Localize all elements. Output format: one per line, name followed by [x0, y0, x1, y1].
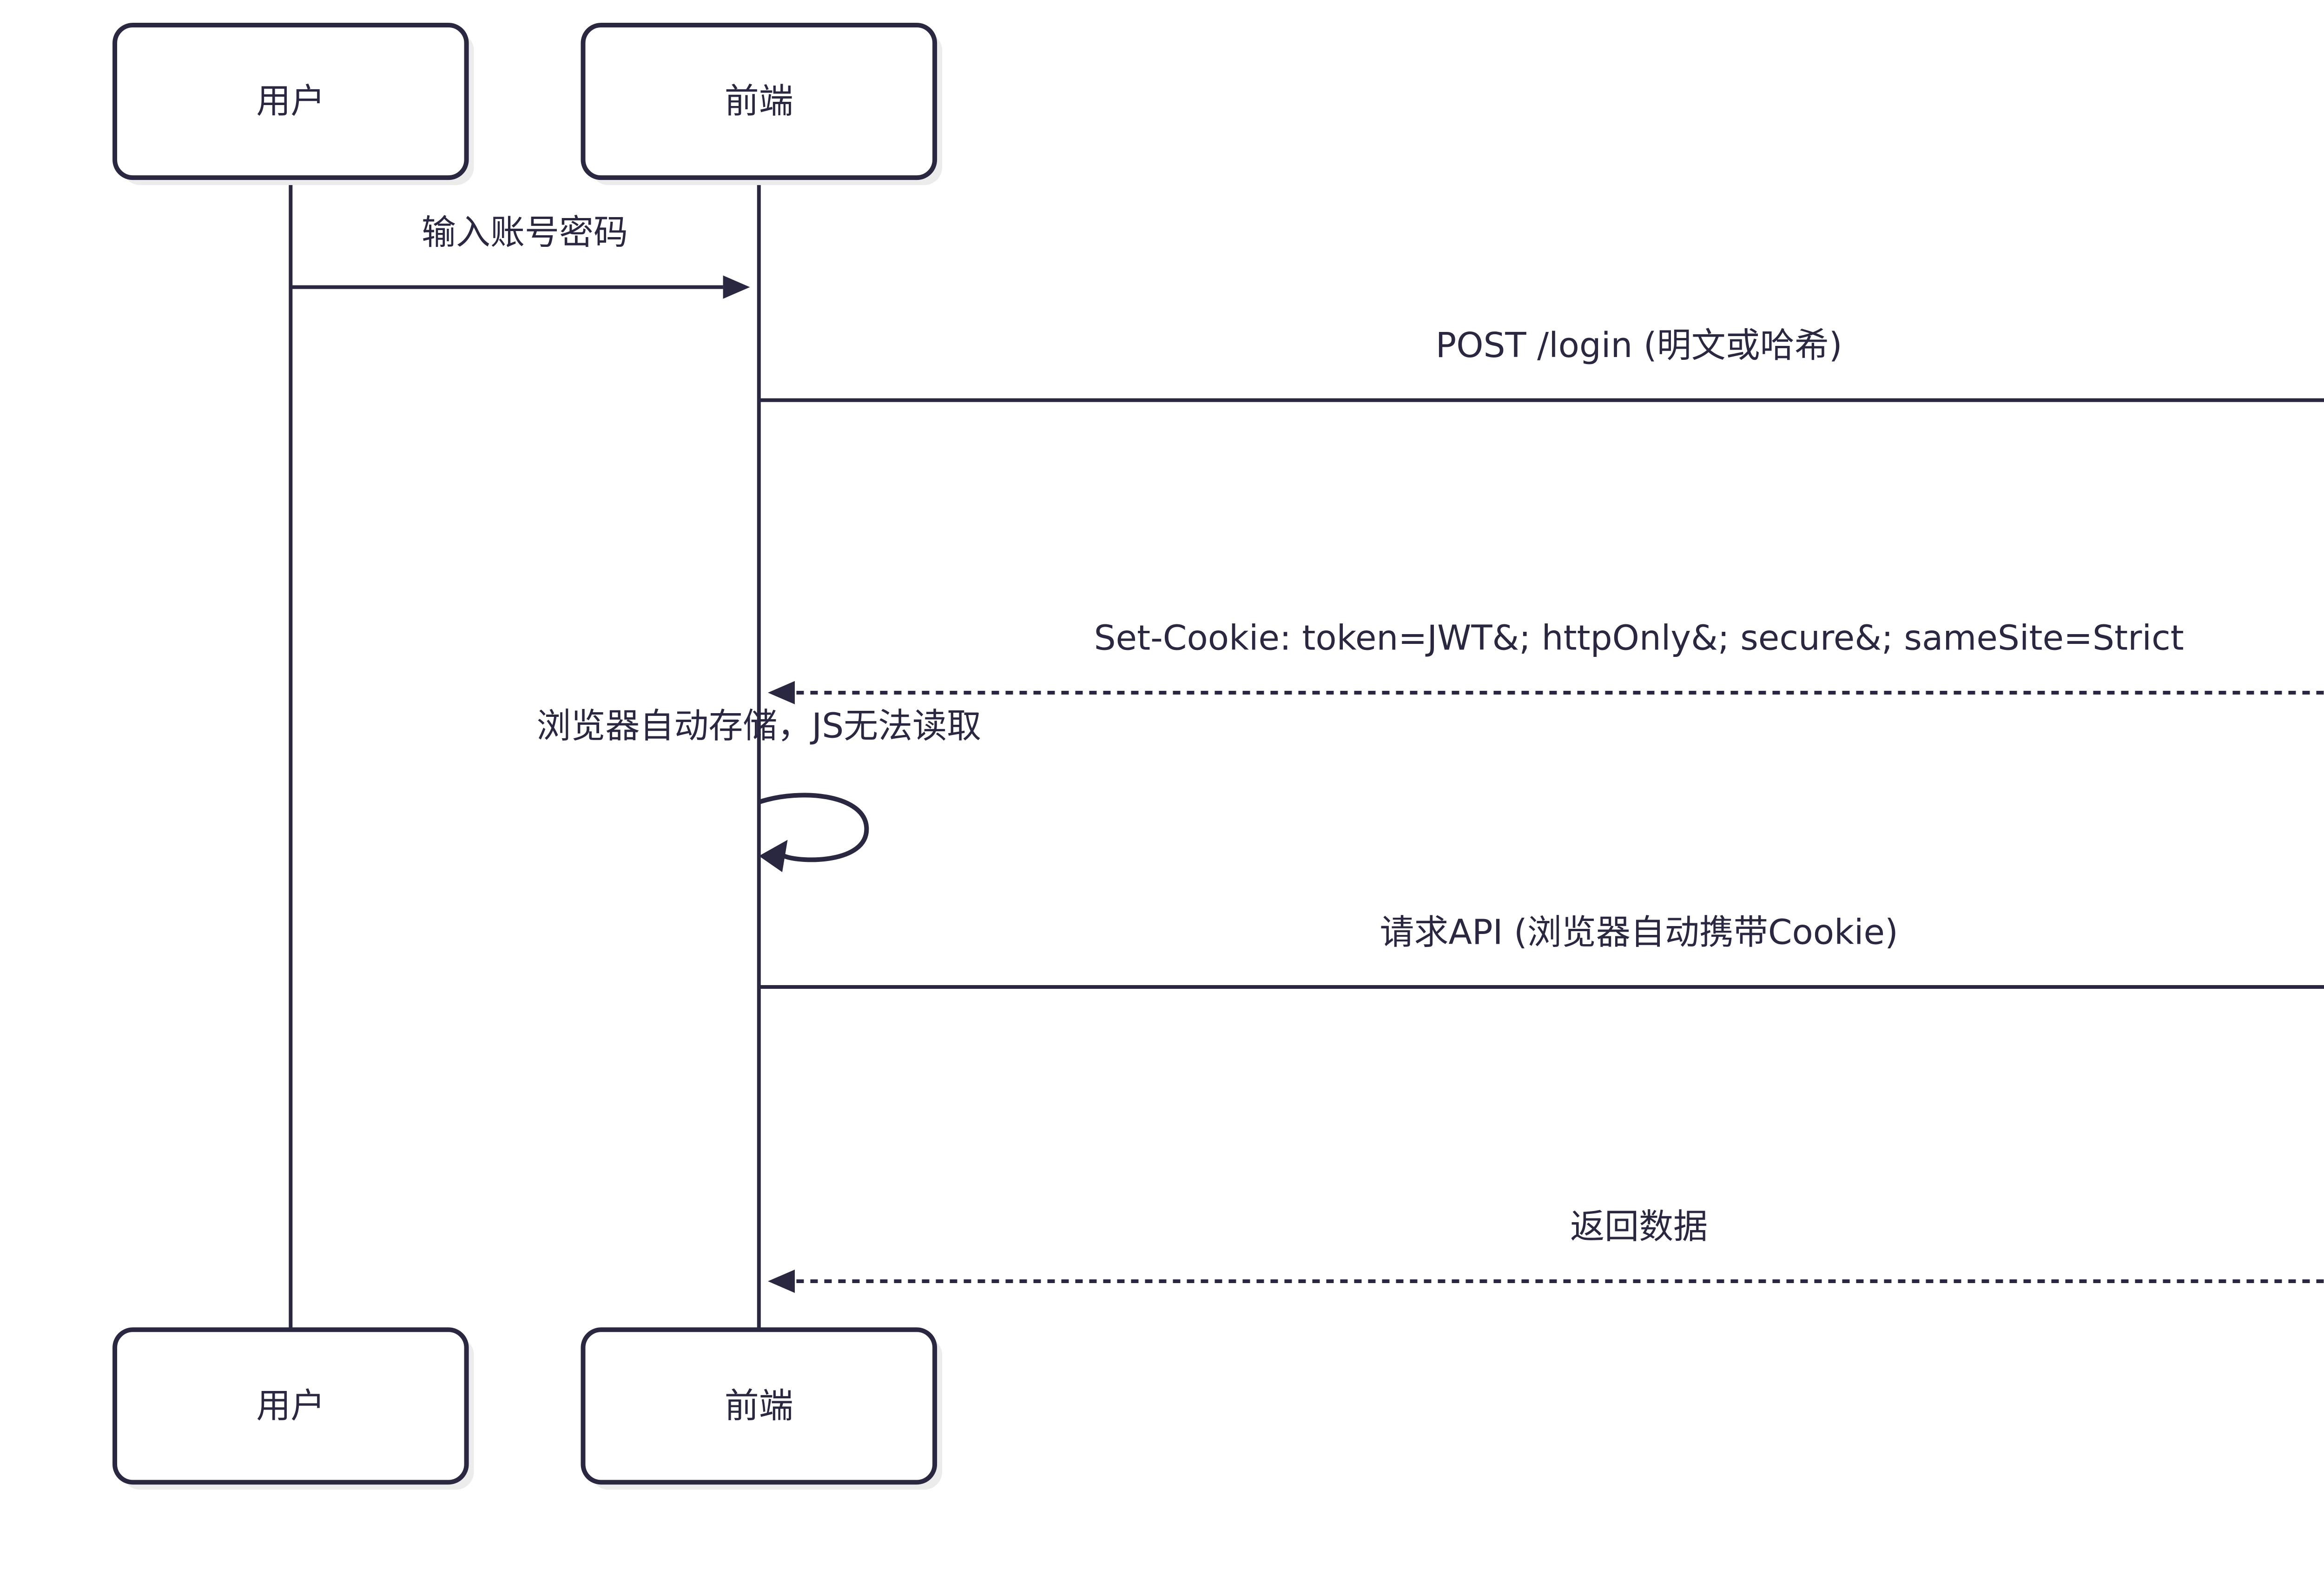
- actor-label: 前端: [725, 81, 793, 121]
- arrowhead: [759, 840, 788, 872]
- message-label: Set-Cookie: token=JWT&; httpOnly&; secur…: [1094, 618, 2184, 658]
- message-label: 请求API (浏览器自动携带Cookie): [1380, 912, 1898, 952]
- arrowhead: [768, 1269, 795, 1293]
- message-5: 浏览器自动存储，JS无法读取: [536, 706, 981, 872]
- message-label: 浏览器自动存储，JS无法读取: [536, 706, 981, 746]
- message-8: 返回数据: [768, 1206, 2324, 1293]
- message-1: 输入账号密码: [290, 212, 750, 299]
- message-label: 返回数据: [1570, 1206, 1708, 1246]
- message-4: Set-Cookie: token=JWT&; httpOnly&; secur…: [768, 618, 2324, 705]
- actor-box: [581, 23, 938, 180]
- actor-frontend-bottom[interactable]: 前端: [581, 1327, 943, 1490]
- arrowhead: [768, 681, 795, 705]
- actor-label: 用户: [256, 81, 325, 121]
- actor-frontend-top[interactable]: 前端: [581, 23, 943, 185]
- message-6: 请求API (浏览器自动携带Cookie): [759, 912, 2324, 989]
- actor-label: 前端: [725, 1386, 793, 1426]
- actor-box: [581, 1327, 938, 1485]
- message-label: 输入账号密码: [422, 212, 628, 252]
- actor-user-bottom[interactable]: 用户: [112, 1327, 474, 1490]
- message-2: POST /login (明文或哈希): [759, 325, 2324, 402]
- actor-label: 用户: [256, 1386, 325, 1426]
- message-label: POST /login (明文或哈希): [1436, 325, 1842, 365]
- actor-user-top[interactable]: 用户: [112, 23, 474, 185]
- actor-box: [112, 23, 469, 180]
- self-loop-arrow: [758, 793, 869, 862]
- actor-box: [112, 1327, 469, 1485]
- arrowhead: [723, 275, 750, 299]
